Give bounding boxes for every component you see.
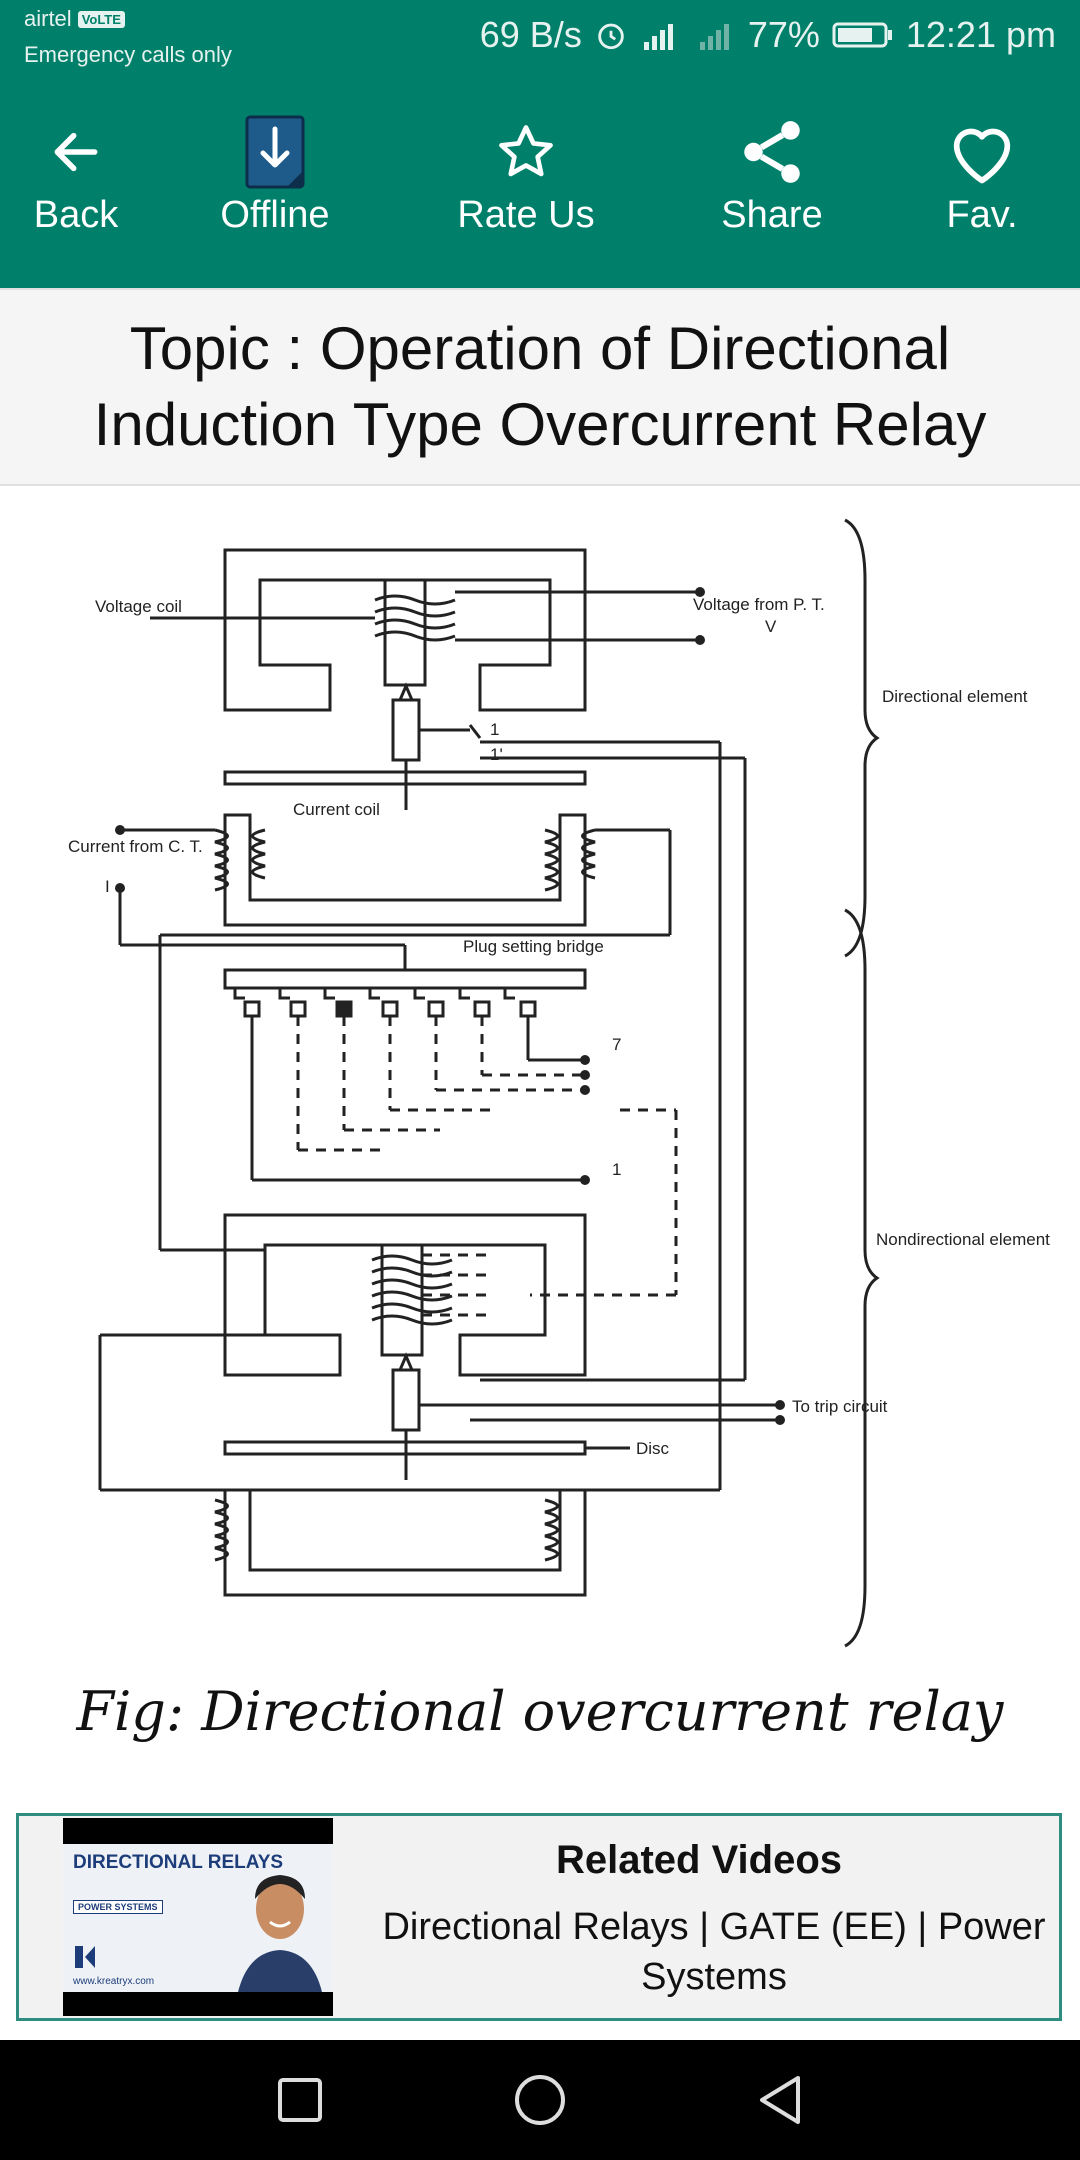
recent-apps-button[interactable] — [270, 2070, 330, 2130]
label-nondirectional-element: Nondirectional element — [876, 1230, 1050, 1249]
back-arrow-icon — [54, 132, 98, 172]
signal-2-icon — [696, 18, 736, 52]
thumbnail-title: DIRECTIONAL RELAYS — [73, 1852, 284, 1873]
back-button[interactable]: Back — [0, 112, 166, 237]
relay-diagram-svg: Voltage coil Voltage from P. T. V Direct… — [68, 518, 1050, 1648]
battery-percent: 77% — [747, 14, 820, 55]
favorite-button[interactable]: Fav. — [892, 112, 1072, 237]
label-plug-setting-bridge: Plug setting bridge — [463, 937, 604, 956]
back-nav-button[interactable] — [750, 2070, 810, 2130]
rate-us-button[interactable]: Rate Us — [436, 112, 616, 237]
kreatryx-logo-icon — [75, 1946, 95, 1968]
thumbnail-url: www.kreatryx.com — [73, 1976, 155, 1987]
home-button[interactable] — [510, 2070, 570, 2130]
emergency-text: Emergency calls only — [24, 42, 232, 67]
label-directional-element: Directional element — [882, 687, 1028, 706]
label-contact-1-prime: 1' — [490, 745, 503, 764]
offline-label: Offline — [220, 194, 330, 236]
figure-caption: Fig: Directional overcurrent relay — [76, 1680, 1004, 1743]
label-to-trip-circuit: To trip circuit — [792, 1397, 888, 1416]
related-video-name[interactable]: Directional Relays | GATE (EE) | Power S… — [382, 1906, 1046, 1998]
presenter-avatar-icon — [238, 1875, 322, 1992]
related-videos-title: Related Videos — [555, 1838, 843, 1882]
share-button[interactable]: Share — [682, 112, 862, 237]
offline-button[interactable]: Offline — [185, 112, 365, 237]
carrier-name: airtel — [24, 6, 72, 31]
carrier: airtel VoLTE — [24, 6, 125, 32]
signal-icon — [640, 18, 684, 52]
top-toolbar: Back Offline Rate Us Share Fav. — [0, 72, 1080, 288]
status-indicators: 69 B/s 77% 12:21 pm — [480, 14, 1056, 56]
label-i: I — [105, 877, 110, 896]
navigation-bar — [0, 2040, 1080, 2160]
label-current-coil: Current coil — [293, 800, 380, 819]
video-thumbnail[interactable]: DIRECTIONAL RELAYS POWER SYSTEMS www.kre… — [63, 1818, 333, 2016]
battery-icon — [832, 20, 894, 50]
label-tap-1: 1 — [612, 1160, 621, 1179]
favorite-label: Fav. — [946, 194, 1018, 236]
heart-icon — [953, 128, 1011, 184]
alarm-icon — [594, 18, 628, 52]
back-label: Back — [33, 194, 119, 236]
share-label: Share — [721, 194, 823, 236]
share-icon — [744, 121, 800, 183]
rate-us-label: Rate Us — [457, 194, 595, 236]
triangle-back-icon — [760, 2076, 800, 2124]
relay-diagram: Voltage coil Voltage from P. T. V Direct… — [0, 490, 1080, 1660]
label-contact-1: 1 — [490, 720, 499, 739]
topic-header: Topic : Operation of Directional Inducti… — [0, 288, 1080, 486]
network-speed: 69 B/s — [479, 14, 582, 55]
download-icon — [245, 115, 305, 189]
topic-title: Topic : Operation of Directional Inducti… — [93, 315, 987, 458]
related-videos-card[interactable]: DIRECTIONAL RELAYS POWER SYSTEMS www.kre… — [16, 1813, 1062, 2021]
star-icon — [499, 125, 553, 177]
label-disc: Disc — [636, 1439, 670, 1458]
circle-icon — [515, 2075, 565, 2125]
label-current-from-ct: Current from C. T. — [68, 837, 203, 856]
square-icon — [278, 2078, 322, 2122]
status-bar: airtel VoLTE Emergency calls only 69 B/s… — [0, 0, 1080, 72]
label-voltage-coil: Voltage coil — [95, 597, 182, 616]
clock: 12:21 pm — [905, 14, 1056, 55]
label-v: V — [765, 617, 777, 636]
label-tap-7: 7 — [612, 1035, 621, 1054]
thumbnail-badge: POWER SYSTEMS — [73, 1900, 163, 1914]
volte-badge: VoLTE — [77, 10, 125, 28]
label-voltage-from-pt: Voltage from P. T. — [693, 595, 825, 614]
